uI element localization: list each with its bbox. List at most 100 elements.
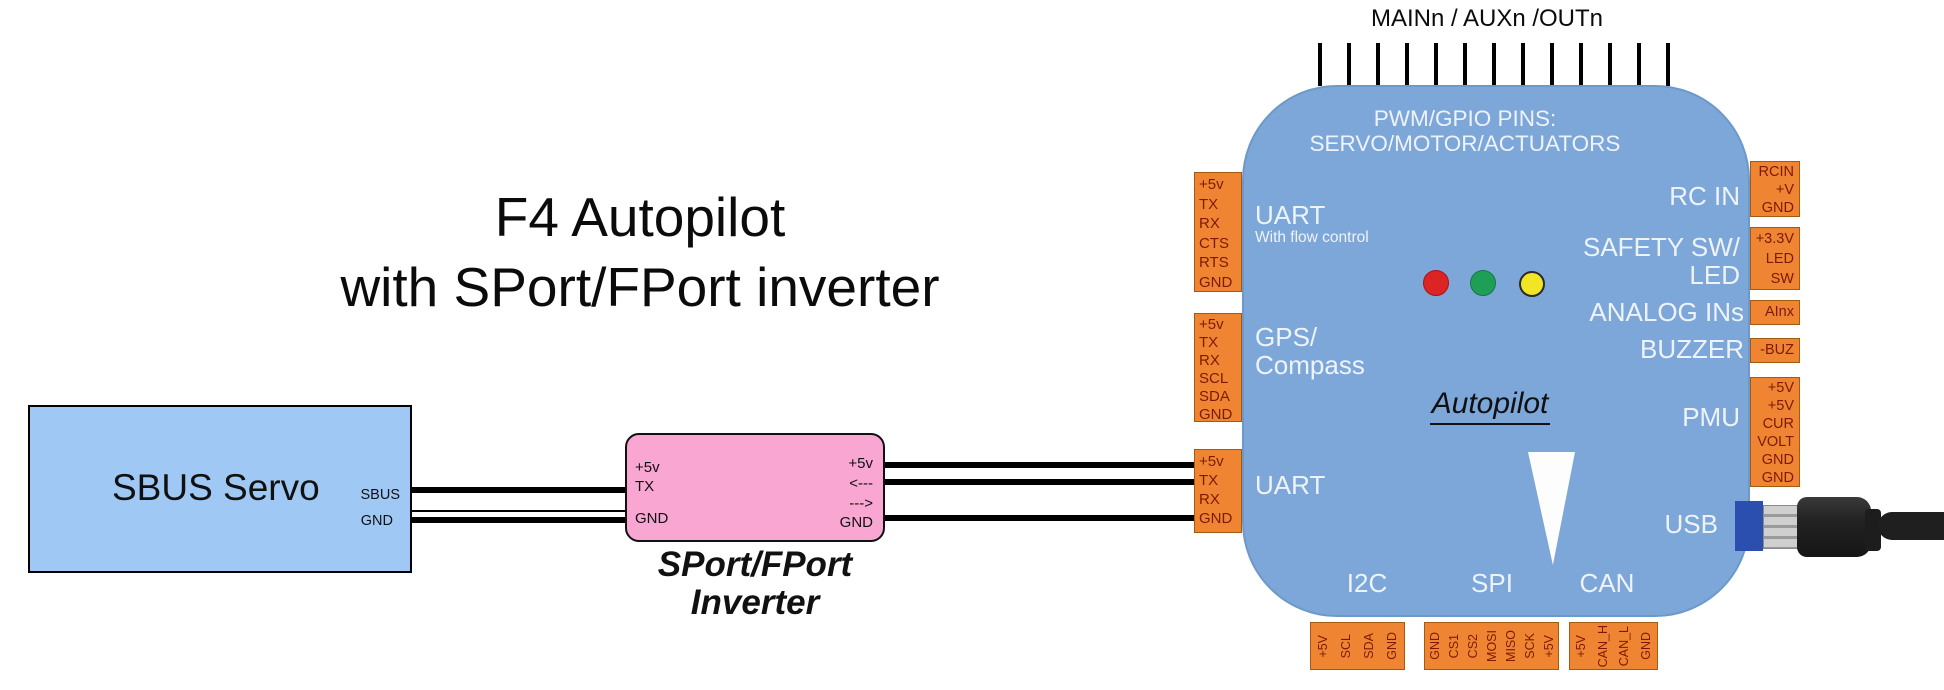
pwm-pin [1376, 43, 1380, 86]
pwm-pin [1521, 43, 1525, 86]
pin-label: GND [1761, 452, 1794, 468]
status-led-yellow [1519, 271, 1545, 297]
pin-label: +5v [1199, 176, 1224, 193]
pin-label: +3.3V [1755, 231, 1794, 247]
gps-compass-label: GPS/ Compass [1255, 323, 1365, 379]
gps-label-line2: Compass [1255, 350, 1365, 380]
usb-cable [1878, 512, 1944, 540]
spi-connector: GND CS1 CS2 MOSI MISO SCK +5V [1424, 622, 1559, 670]
i2c-label: I2C [1346, 568, 1388, 598]
pin-label: MOSI [1484, 630, 1499, 662]
uart-flow-sublabel: With flow control [1255, 229, 1369, 246]
pin-label: -BUZ [1760, 342, 1794, 358]
pwm-pin-row [1318, 43, 1672, 86]
uart-flow-label: UART [1255, 200, 1326, 230]
inverter-pin-right-out: ---> [849, 495, 873, 512]
safety-connector: +3.3V LED SW [1750, 227, 1800, 290]
pin-label: GND [1385, 632, 1400, 660]
rc-in-label: RC IN [1669, 181, 1740, 211]
pin-label: GND [1427, 632, 1442, 660]
status-led-green [1470, 270, 1496, 296]
pwm-gpio-line2: SERVO/MOTOR/ACTUATORS [1309, 131, 1621, 156]
pwm-pin [1579, 43, 1583, 86]
pin-label: +5V [1767, 398, 1794, 414]
pin-label: GND [1639, 632, 1654, 660]
pin-label: CS2 [1465, 633, 1480, 659]
pin-label: MISO [1503, 630, 1518, 662]
pin-label: RTS [1199, 254, 1229, 271]
inverter-pin-right-5v: +5v [848, 455, 873, 472]
pwm-pin [1463, 43, 1467, 86]
pin-label: +5v [1199, 316, 1224, 333]
pin-label: CTS [1199, 234, 1229, 252]
usb-plug-metal [1763, 505, 1799, 549]
pwm-gpio-label: PWM/GPIO PINS: SERVO/MOTOR/ACTUATORS [1255, 106, 1675, 156]
usb-port [1735, 501, 1763, 551]
buzzer-label: BUZZER [1640, 334, 1744, 364]
safety-label-line2: LED [1689, 260, 1740, 290]
diagram-title: F4 Autopilot with SPort/FPort inverter [190, 182, 1090, 322]
pwm-pin [1608, 43, 1612, 86]
wire-thin-gnd-outline [411, 510, 627, 512]
inverter-caption-line1: SPort/FPort [657, 545, 853, 584]
pin-label: CS1 [1446, 633, 1461, 659]
pwm-pin [1637, 43, 1641, 86]
pin-label: +5V [1573, 634, 1588, 658]
i2c-connector: +5V SCL SDA GND [1310, 622, 1405, 670]
pin-label: TX [1199, 334, 1219, 351]
pin-label: RX [1199, 352, 1220, 369]
pin-label: RX [1199, 215, 1220, 232]
pin-label: +V [1775, 182, 1794, 198]
buzzer-connector: -BUZ [1750, 338, 1800, 363]
sbus-servo-label: SBUS Servo [112, 467, 320, 508]
inverter-pin-right-in: <--- [849, 475, 873, 492]
sbus-servo-box: SBUS Servo SBUS GND [28, 405, 412, 573]
pin-label: GND [1761, 200, 1794, 216]
pin-label: GND [1199, 510, 1233, 527]
safety-label-line1: SAFETY SW/ [1583, 232, 1740, 262]
pin-label: +5V [1541, 634, 1556, 658]
diagram-title-line1: F4 Autopilot [494, 186, 786, 248]
wire-inverter-in-to-uart-tx [883, 479, 1196, 485]
pin-label: RCIN [1758, 164, 1794, 180]
pin-label: AInx [1764, 304, 1794, 320]
pin-label: SCK [1522, 633, 1537, 659]
pwm-gpio-line1: PWM/GPIO PINS: [1373, 106, 1557, 131]
pin-label: SCL [1199, 370, 1229, 387]
safety-sw-led-label: SAFETY SW/ LED [1540, 233, 1740, 289]
pin-label: CAN_H [1595, 624, 1610, 668]
usb-label: USB [1664, 509, 1718, 539]
pin-label: CUR [1762, 416, 1794, 432]
pwm-pin [1434, 43, 1438, 86]
pin-label: GND [1199, 406, 1233, 423]
inverter-caption-line2: Inverter [690, 583, 820, 622]
pin-label: SDA [1362, 633, 1377, 659]
pwm-pin [1405, 43, 1409, 86]
analog-connector: AInx [1750, 300, 1800, 325]
pin-label: SW [1770, 271, 1794, 287]
pin-label: SCL [1338, 633, 1353, 659]
main-aux-out-label: MAINn / AUXn /OUTn [1370, 5, 1604, 32]
pwm-pin [1318, 43, 1322, 86]
inverter-box: +5v TX GND +5v <--- ---> GND [625, 433, 885, 542]
inverter-pin-left-gnd: GND [635, 510, 669, 527]
pin-label: LED [1765, 251, 1794, 267]
pin-label: GND [1199, 273, 1233, 291]
spi-label: SPI [1471, 568, 1513, 598]
pin-label: +5v [1199, 453, 1224, 470]
gps-label-line1: GPS/ [1255, 322, 1318, 352]
pin-label: +5V [1315, 634, 1330, 658]
pin-label: CAN_L [1617, 625, 1632, 667]
wire-inverter-gnd-to-uart-gnd [883, 515, 1196, 521]
autopilot-name-label: Autopilot [1400, 387, 1580, 425]
can-connector: +5V CAN_H CAN_L GND [1569, 622, 1658, 670]
inverter-pin-left-tx: TX [635, 478, 655, 495]
inverter-caption: SPort/FPort Inverter [600, 546, 910, 622]
usb-plug-body [1797, 497, 1871, 557]
wire-servo-gnd-to-inverter-gnd [411, 517, 627, 523]
can-label: CAN [1579, 568, 1635, 598]
